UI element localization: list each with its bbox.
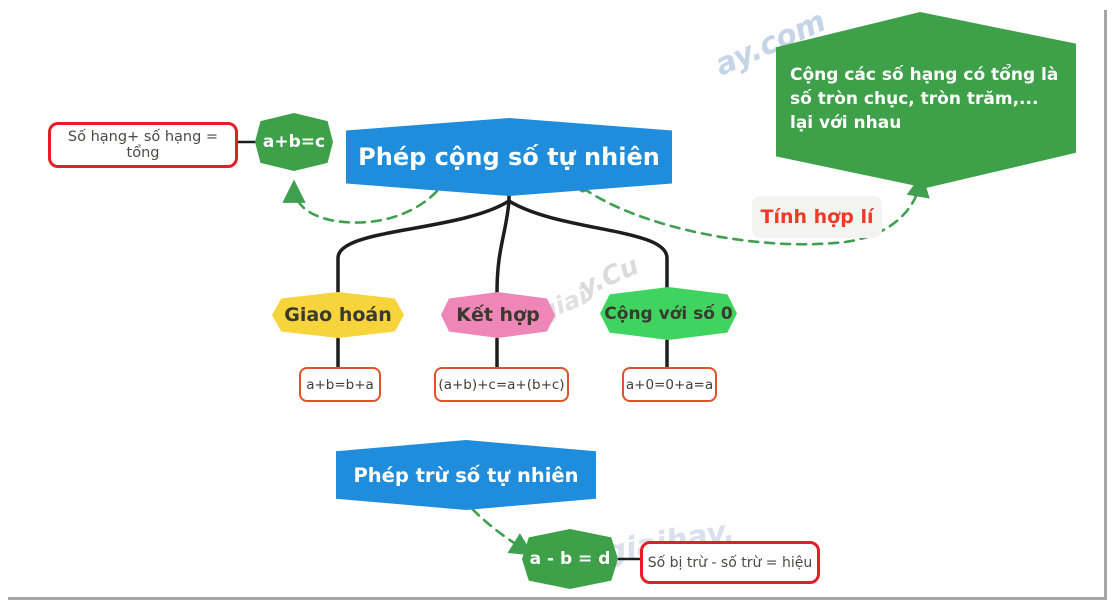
page-bottom-edge (8, 597, 1105, 600)
subtraction-formula-node: a - b = d (522, 529, 618, 589)
subtraction-difference-note: Số bị trừ - số trừ = hiệu (640, 541, 820, 584)
formula-box-commutative: a+b=b+a (299, 367, 381, 402)
subtraction-title-label: Phép trừ số tự nhiên (353, 463, 579, 487)
subtraction-difference-note-label: Số bị trừ - số trừ = hiệu (647, 554, 813, 571)
subtraction-formula-label: a - b = d (529, 549, 611, 569)
addition-tip-text: Cộng các số hạng có tổng là số tròn chục… (790, 65, 1059, 133)
property-node-label: Cộng với số 0 (604, 303, 733, 324)
note-connector-lines (236, 140, 643, 561)
addition-sum-note: Số hạng+ số hạng = tổng (48, 122, 238, 168)
formula-box-associative: (a+b)+c=a+(b+c) (434, 367, 569, 402)
addition-tip-label: Tính hợp lí (752, 196, 882, 238)
property-node-commutative: Giao hoán (272, 292, 404, 338)
property-node-associative: Kết hợp (441, 292, 555, 338)
addition-formula-label: a+b=c (262, 132, 326, 152)
addition-tip-label-text: Tính hợp lí (760, 206, 874, 228)
property-node-label: Giao hoán (284, 304, 392, 326)
addition-title-node: Phép cộng số tự nhiên (346, 118, 672, 196)
formula-box-add-zero: a+0=0+a=a (622, 367, 717, 402)
formula-text: a+0=0+a=a (625, 376, 714, 393)
addition-title-label: Phép cộng số tự nhiên (358, 143, 660, 171)
subtraction-title-node: Phép trừ số tự nhiên (336, 440, 596, 510)
addition-sum-note-label: Số hạng+ số hạng = tổng (67, 129, 219, 161)
addition-tip-node: Cộng các số hạng có tổng là số tròn chục… (776, 12, 1076, 188)
formula-text: a+b=b+a (306, 376, 374, 393)
addition-branch-lines (336, 191, 669, 369)
property-node-add-zero: Cộng với số 0 (600, 287, 737, 340)
formula-text: (a+b)+c=a+(b+c) (438, 376, 565, 393)
page-right-edge (1104, 10, 1107, 600)
addition-formula-node: a+b=c (255, 113, 333, 171)
property-node-label: Kết hợp (456, 304, 540, 326)
